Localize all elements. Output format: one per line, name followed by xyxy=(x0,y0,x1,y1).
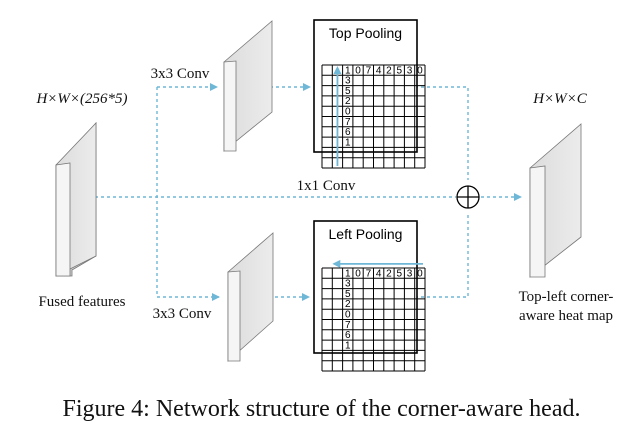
cell-value: 1 xyxy=(345,137,351,148)
cell-value: 0 xyxy=(417,65,423,76)
cell-value: 3 xyxy=(407,268,413,279)
cell-value: 7 xyxy=(366,65,372,76)
cell-value: 1 xyxy=(345,65,351,76)
cell-value: 0 xyxy=(355,268,361,279)
sum-node-icon xyxy=(456,185,480,209)
cell-value: 0 xyxy=(355,65,361,76)
output-name-line2: aware heat map xyxy=(519,308,613,324)
cell-value: 6 xyxy=(345,127,351,138)
bottom-conv-label: 3x3 Conv xyxy=(153,306,212,322)
cell-value: 1 xyxy=(345,268,351,279)
cell-value: 2 xyxy=(386,268,392,279)
cell-value: 5 xyxy=(396,268,402,279)
output-name-line1: Top-left corner- xyxy=(519,289,614,305)
cell-value: 0 xyxy=(417,268,423,279)
cell-value: 5 xyxy=(396,65,402,76)
arrow-left-pooling-to-sum xyxy=(415,215,469,298)
pool-direction-arrowhead xyxy=(332,259,341,268)
cell-value: 7 xyxy=(345,320,351,331)
top-conv-label: 3x3 Conv xyxy=(151,66,210,82)
cell-value: 5 xyxy=(345,86,351,97)
cell-value: 3 xyxy=(407,65,413,76)
pooling-title: Top Pooling xyxy=(329,25,402,41)
arrow-top-pooling-to-sum xyxy=(415,86,469,180)
cell-value: 1 xyxy=(345,340,351,351)
output-heatmap-slab xyxy=(529,123,582,278)
cell-value: 3 xyxy=(345,279,351,290)
figure-caption: Figure 4: Network structure of the corne… xyxy=(62,396,581,422)
input-name-label: Fused features xyxy=(38,294,125,310)
cell-value: 2 xyxy=(345,299,351,310)
pooling-frame xyxy=(313,220,418,354)
input-feature-slab xyxy=(55,121,97,277)
cell-value: 5 xyxy=(345,289,351,300)
pooling-title: Left Pooling xyxy=(329,226,403,242)
cell-value: 7 xyxy=(366,268,372,279)
top-conv-slab xyxy=(223,20,273,152)
cell-value: 2 xyxy=(345,96,351,107)
cell-value: 4 xyxy=(376,268,382,279)
cell-value: 3 xyxy=(345,76,351,87)
connections xyxy=(95,83,522,301)
cell-value: 4 xyxy=(376,65,382,76)
cell-value: 0 xyxy=(345,107,351,118)
pool-direction-arrowhead xyxy=(333,66,342,74)
output-dims-label: H×W×C xyxy=(532,91,588,107)
input-dims-label: H×W×(256*5) xyxy=(35,91,127,107)
mid-conv-label: 1x1 Conv xyxy=(297,178,356,194)
cell-value: 6 xyxy=(345,330,351,341)
cell-value: 2 xyxy=(386,65,392,76)
cell-value: 7 xyxy=(345,117,351,128)
cell-value: 0 xyxy=(345,310,351,321)
bottom-conv-slab xyxy=(227,232,274,362)
